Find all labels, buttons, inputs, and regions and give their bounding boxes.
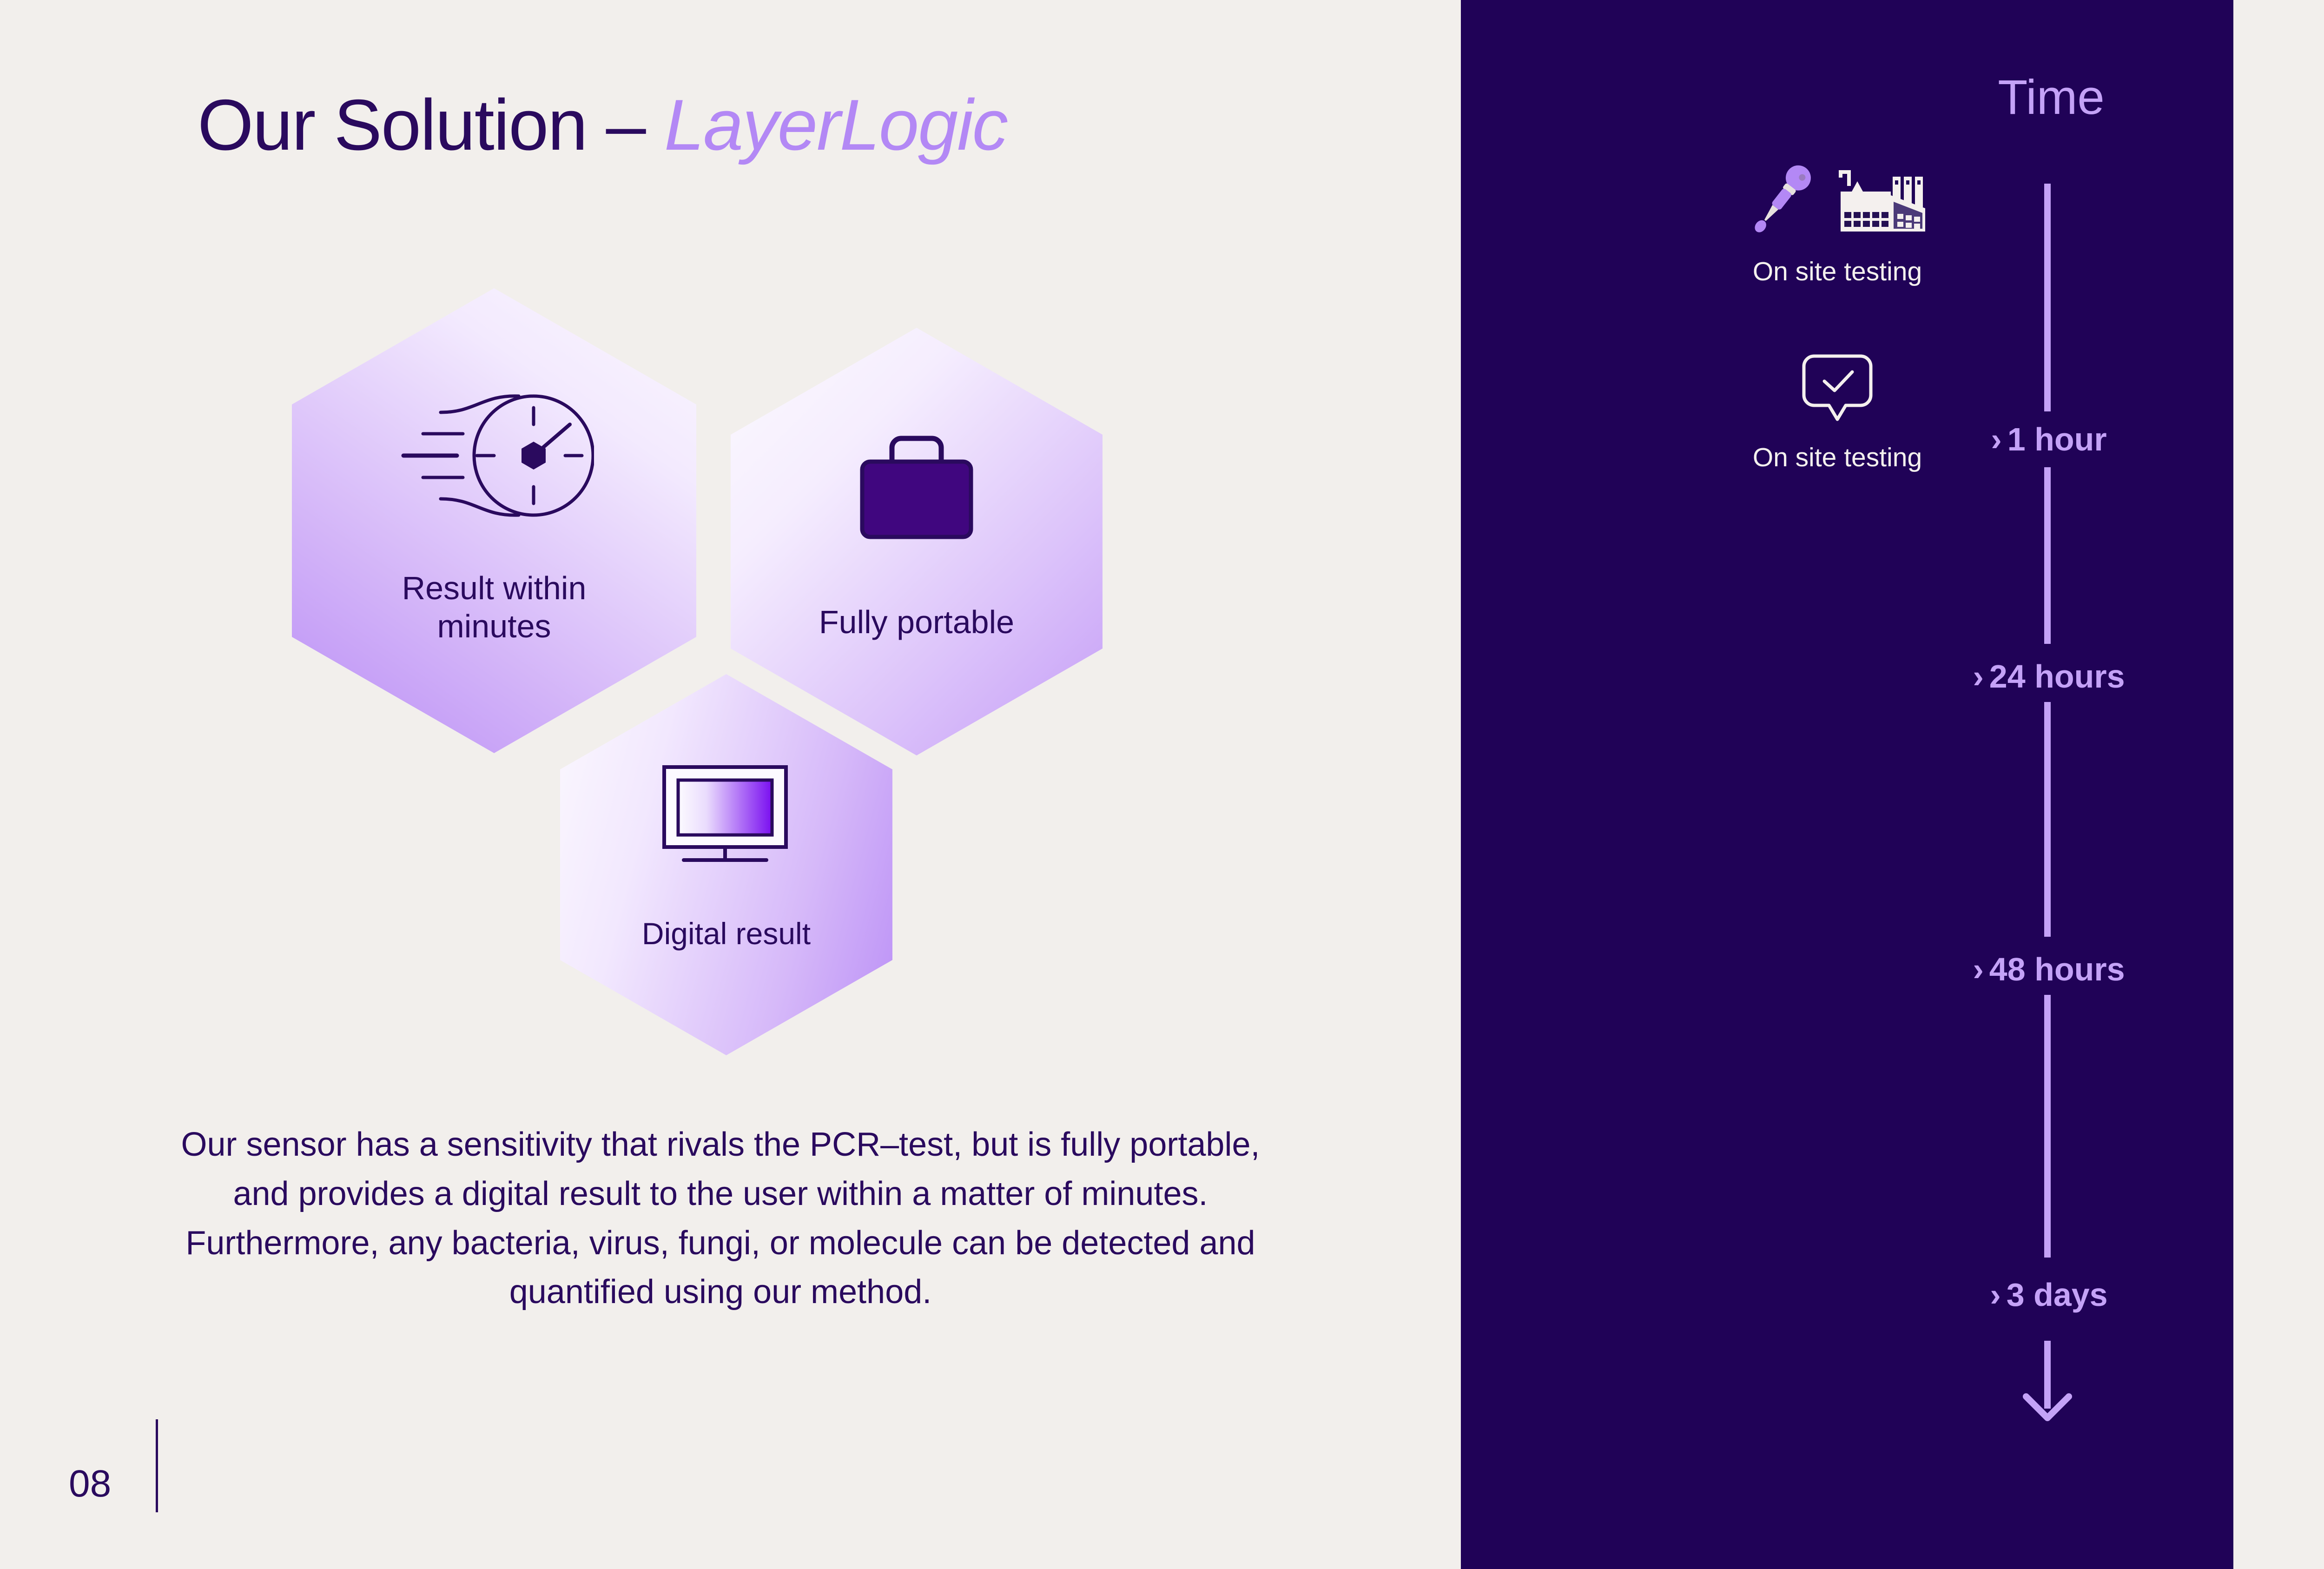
timeline-label-text: 3 days — [2006, 1277, 2108, 1313]
feature-label-line1: Digital result — [641, 916, 811, 951]
chevron-right-icon: › — [1991, 421, 2002, 457]
onsite-testing-label: On site testing — [1752, 257, 1922, 286]
feature-hexagon-result-within-minutes: Result within minutes — [292, 288, 696, 753]
page-title: Our Solution – LayerLogic — [198, 84, 1008, 166]
onsite-testing-label: On site testing — [1752, 443, 1922, 472]
feature-label-line1: Result within — [402, 570, 587, 606]
timeline-label-3-days: ›3 days — [1858, 1276, 2239, 1313]
timeline-heading-wrapper: Time — [1921, 70, 2181, 126]
timeline-label-48-hours: ›48 hours — [1858, 951, 2239, 988]
monitor-icon — [657, 760, 796, 872]
page-number-divider — [156, 1419, 158, 1512]
onsite-testing-block-2: On site testing — [1689, 344, 1986, 473]
chevron-right-icon: › — [1973, 951, 1984, 987]
feature-label: Result within minutes — [402, 569, 587, 646]
timeline-label-text: 48 hours — [1989, 951, 2125, 987]
onsite-icon-group — [1689, 158, 1986, 244]
timeline-label-text: 1 hour — [2007, 421, 2107, 457]
timeline-label-1-hour: ›1 hour — [1858, 421, 2239, 458]
timeline-segment — [2044, 467, 2051, 644]
timeline-label-text: 24 hours — [1989, 658, 2125, 695]
pipette-icon — [1749, 158, 1814, 244]
chevron-right-icon: › — [1973, 658, 1984, 695]
timeline-segment — [2044, 702, 2051, 937]
feature-hexagon-fully-portable: Fully portable — [731, 328, 1103, 755]
feature-hexagon-digital-result: Digital result — [560, 674, 892, 1055]
body-paragraph: Our sensor has a sensitivity that rivals… — [181, 1126, 1260, 1311]
briefcase-icon — [849, 428, 984, 549]
onsite-icon-group — [1689, 344, 1986, 430]
page-title-main: Our Solution – — [198, 85, 664, 165]
speed-clock-icon — [394, 388, 594, 523]
page-number: 08 — [69, 1463, 112, 1505]
timeline-segment — [2044, 995, 2051, 1258]
timeline-panel: Time — [1461, 0, 2233, 1569]
timeline-segment — [2044, 184, 2051, 411]
chevron-right-icon: › — [1990, 1277, 2001, 1313]
timeline-heading: Time — [1998, 70, 2105, 125]
feature-label: Digital result — [642, 916, 811, 952]
feature-label: Fully portable — [819, 603, 1014, 642]
onsite-testing-block-1: On site testing — [1689, 158, 1986, 287]
page-title-brand: LayerLogic — [664, 85, 1008, 165]
feature-label-line2: minutes — [437, 608, 551, 644]
feature-label-line1: Fully portable — [819, 604, 1015, 640]
factory-icon — [1833, 167, 1926, 244]
speech-bubble-check-icon — [1800, 349, 1875, 430]
timeline: ›1 hour ›24 hours ›48 hours ›3 days — [1461, 0, 2233, 1569]
timeline-down-arrow-icon — [2014, 1339, 2081, 1427]
timeline-label-24-hours: ›24 hours — [1858, 658, 2239, 695]
